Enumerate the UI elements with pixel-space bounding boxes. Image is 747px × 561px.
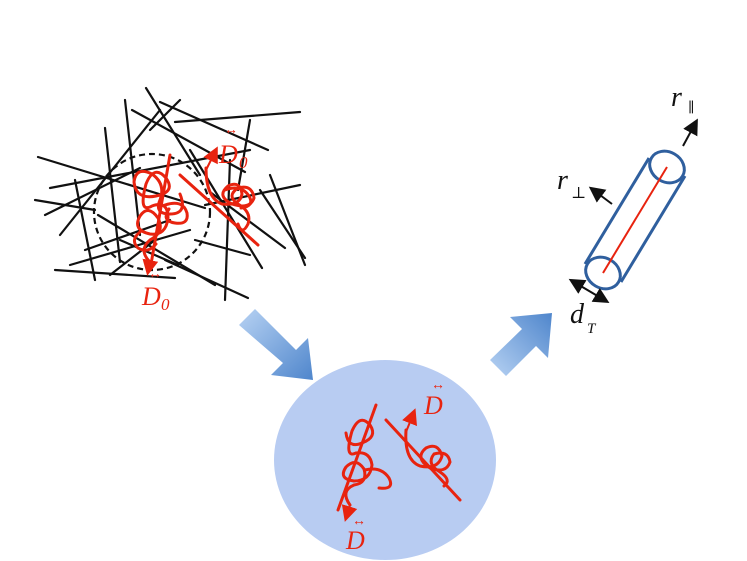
d-bottom-tensor-mark: ↔ bbox=[352, 514, 366, 529]
effective-medium-ellipse bbox=[274, 360, 496, 560]
r-perp-subscript: ⊥ bbox=[571, 185, 586, 202]
d-top-arrow bbox=[402, 408, 417, 433]
d-top-label: D bbox=[423, 391, 443, 420]
r-parallel-label: r bbox=[671, 82, 682, 113]
d0-bottom-label: D bbox=[141, 282, 161, 311]
d0-bottom-subscript: 0 bbox=[161, 295, 170, 314]
d0-top-tensor-mark: ↔ bbox=[224, 123, 238, 138]
d-bottom-label: D bbox=[345, 526, 365, 555]
d0-top-arrow bbox=[203, 146, 218, 171]
d-t-subscript: T bbox=[587, 321, 597, 337]
rod-network bbox=[33, 86, 307, 302]
arrow-to-cylinder bbox=[490, 313, 552, 376]
r-perp-arrow bbox=[588, 186, 613, 205]
r-parallel-subscript: ∥ bbox=[688, 100, 694, 116]
arrow-to-center bbox=[239, 309, 313, 380]
d0-bottom-arrow bbox=[142, 258, 159, 276]
d-t-arrow bbox=[568, 278, 610, 304]
r-perp-label: r bbox=[557, 165, 568, 196]
d-t-label: d bbox=[570, 299, 585, 330]
d0-bottom-tensor-mark: ↔ bbox=[148, 267, 162, 282]
red-polymer-left bbox=[132, 153, 189, 272]
d0-top-label: D bbox=[218, 140, 238, 169]
r-parallel-arrow bbox=[682, 118, 698, 147]
d-top-tensor-mark: ↔ bbox=[431, 378, 445, 393]
d0-top-subscript: 0 bbox=[239, 153, 248, 172]
red-polymer-center bbox=[336, 403, 462, 512]
tube-axis bbox=[602, 166, 668, 274]
d-bottom-arrow bbox=[341, 504, 358, 522]
red-polymer-right bbox=[178, 166, 260, 247]
